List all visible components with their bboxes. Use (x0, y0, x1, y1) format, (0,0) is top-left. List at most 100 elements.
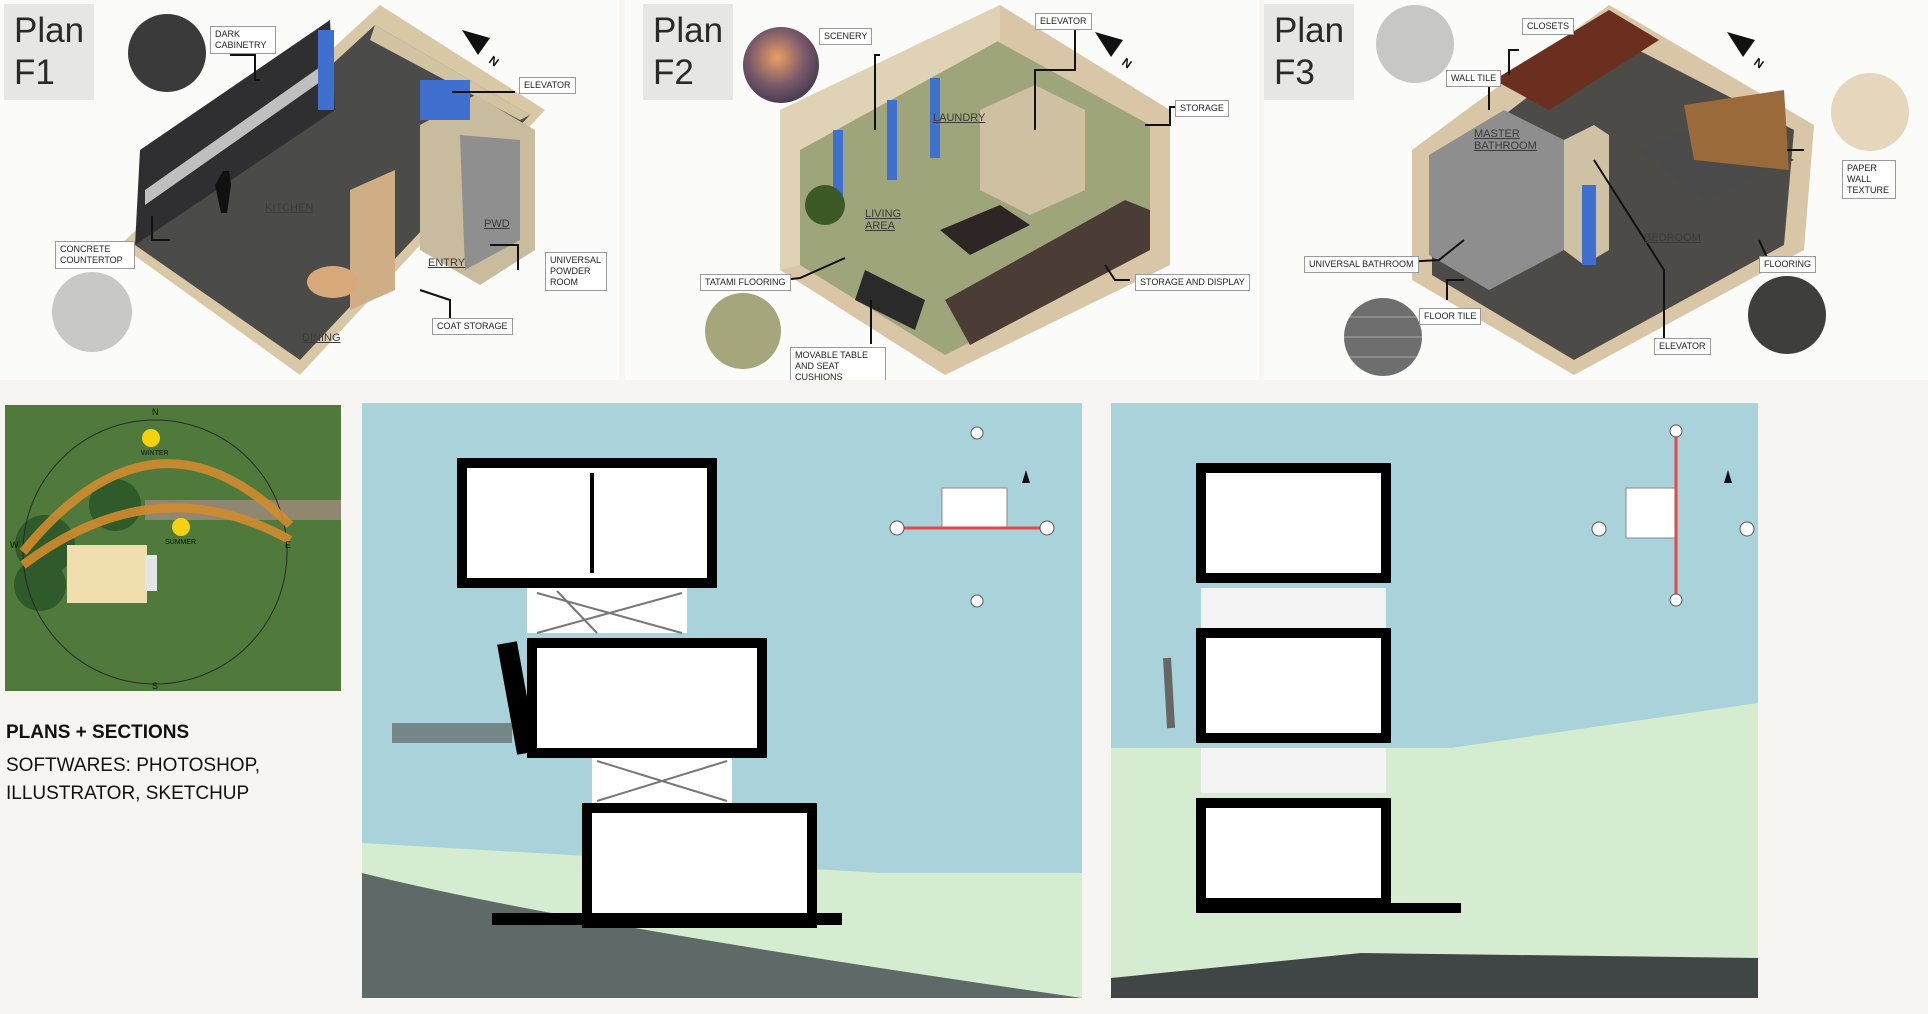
trellis-vine (392, 723, 512, 743)
room-laundry: LAUNDRY (933, 112, 986, 124)
f2-laundry-block (980, 85, 1085, 215)
winter-arc (19, 459, 294, 555)
wall-tile-swatch (1376, 5, 1454, 83)
hill-dark (1111, 953, 1758, 998)
key-plan (941, 487, 1008, 529)
structure-lattice (536, 590, 683, 634)
section-a-top-box (457, 458, 717, 588)
f1-entry-panel (350, 170, 395, 310)
paper-wall-swatch (1831, 73, 1909, 151)
room-pwd: PWD (484, 218, 510, 230)
f1-person-figure (215, 171, 231, 213)
summer-arc (20, 503, 293, 569)
scenery-swatch (743, 27, 819, 103)
f1-back-wall-right (370, 25, 530, 120)
coat-storage-label: COAT STORAGE (432, 318, 513, 335)
f1-north-arrow-icon (462, 30, 490, 55)
flooring-label: FLOORING (1759, 256, 1817, 273)
tree-icon (14, 559, 66, 611)
closets-label: CLOSETS (1522, 18, 1575, 35)
f1-powder-room-interior (460, 135, 520, 270)
sun-path-diagram: N S E W WINTER SUMMER (5, 405, 341, 691)
universal-bathroom-label: UNIVERSAL BATHROOM (1304, 256, 1419, 273)
winter-sun-icon (142, 429, 160, 447)
concrete-countertop-label: CONCRETE COUNTERTOP (55, 241, 135, 269)
dark-cabinetry-label: DARK CABINETRY (210, 26, 276, 54)
flooring-swatch (1748, 276, 1826, 354)
section-a-bottom-box (582, 803, 817, 928)
section-marker-icon (1591, 521, 1607, 537)
plan-f1-isometric: N (120, 5, 545, 375)
section-b (1111, 403, 1758, 998)
section-marker-icon (1739, 521, 1755, 537)
wall-tile-label: WALL TILE (1446, 70, 1502, 87)
compass-e: E (285, 540, 291, 550)
caption-title: PLANS + SECTIONS (6, 722, 190, 743)
hill-dark (362, 873, 1082, 998)
compass-w: W (10, 540, 19, 550)
movable-table-label: MOVABLE TABLE AND SEAT CUSHIONS (790, 347, 886, 380)
room-dining: DINING (302, 332, 341, 344)
winter-label: WINTER (141, 450, 169, 457)
plan-f1-title: Plan F1 (4, 4, 94, 100)
paper-wall-texture-label: PAPER WALL TEXTURE (1842, 160, 1896, 199)
plan-f3-title: Plan F3 (1264, 4, 1354, 100)
room-master-bathroom: MASTER BATHROOM (1474, 128, 1537, 152)
f2-shelving (945, 200, 1150, 345)
compass-n: N (152, 407, 159, 417)
section-a-middle-box (527, 638, 767, 758)
dark-cabinetry-swatch (128, 14, 206, 92)
svg-text:N: N (1119, 55, 1134, 71)
f2-back-wall (780, 5, 1000, 270)
room-entry: ENTRY (428, 257, 466, 269)
plan-f3-isometric: N (1403, 5, 1814, 375)
section-marker-icon (889, 520, 905, 536)
storage-display-label: STORAGE AND DISPLAY (1135, 274, 1250, 291)
section-marker-icon (1039, 520, 1055, 536)
f3-north-arrow-icon (1727, 32, 1755, 57)
house-footprint (67, 545, 147, 603)
storage-label: STORAGE (1175, 100, 1229, 117)
f2-plant (805, 185, 845, 225)
svg-text:N: N (1751, 55, 1766, 71)
plan-f3-panel: N Plan F3 CLOSETS WALL TILE PAPER WALL T… (1264, 0, 1928, 380)
section-marker-icon (970, 594, 984, 608)
section-b-bottom-box (1196, 798, 1391, 908)
section-b-top-box (1196, 463, 1391, 583)
plan-f2-panel: N Plan F2 SCENERY ELEVATOR STORAGE TATAM… (625, 0, 1259, 380)
plan-f1-panel: N Plan F1 DARK CABINETRY ELEVATOR CONCRE… (0, 0, 619, 380)
tatami-swatch (705, 293, 781, 369)
f3-bathroom (1429, 110, 1564, 290)
f1-countertop (145, 60, 330, 205)
f1-dining-table (307, 266, 359, 298)
plan-f2-title: Plan F2 (643, 4, 733, 100)
room-bedroom: BEDROOM (1644, 232, 1701, 244)
elevator-label-f3: ELEVATOR (1654, 338, 1711, 355)
section-marker-icon (970, 426, 984, 440)
f2-tv-console (855, 270, 925, 330)
elevator-label-f1: ELEVATOR (519, 77, 576, 94)
north-arrow-icon (1022, 470, 1030, 483)
universal-powder-room-label: UNIVERSAL POWDER ROOM (545, 252, 607, 291)
summer-sun-icon (172, 518, 190, 536)
floor-tile-swatch (1344, 298, 1422, 376)
elevator-label-f2: ELEVATOR (1035, 13, 1092, 30)
north-arrow-icon (1724, 470, 1732, 483)
section-marker-icon (1669, 424, 1683, 438)
tatami-flooring-label: TATAMI FLOORING (700, 274, 791, 291)
section-b-middle-box (1196, 628, 1391, 743)
floor-tile-label: FLOOR TILE (1419, 308, 1482, 325)
room-kitchen: KITCHEN (265, 202, 314, 214)
section-a (362, 403, 1082, 998)
f1-elevator-blue (420, 80, 470, 120)
concrete-swatch (52, 272, 132, 352)
plan-f2-isometric: N (764, 5, 1190, 375)
f3-headboard-wood (1684, 90, 1789, 170)
scenery-label: SCENERY (819, 28, 873, 45)
summer-label: SUMMER (165, 539, 196, 546)
compass-s: S (152, 681, 158, 691)
f1-window-blue (318, 30, 334, 110)
room-living-area: LIVING AREA (865, 208, 902, 232)
caption-subtitle: SOFTWARES: PHOTOSHOP, ILLUSTRATOR, SKETC… (6, 755, 261, 804)
f2-north-arrow-icon (1095, 32, 1123, 57)
